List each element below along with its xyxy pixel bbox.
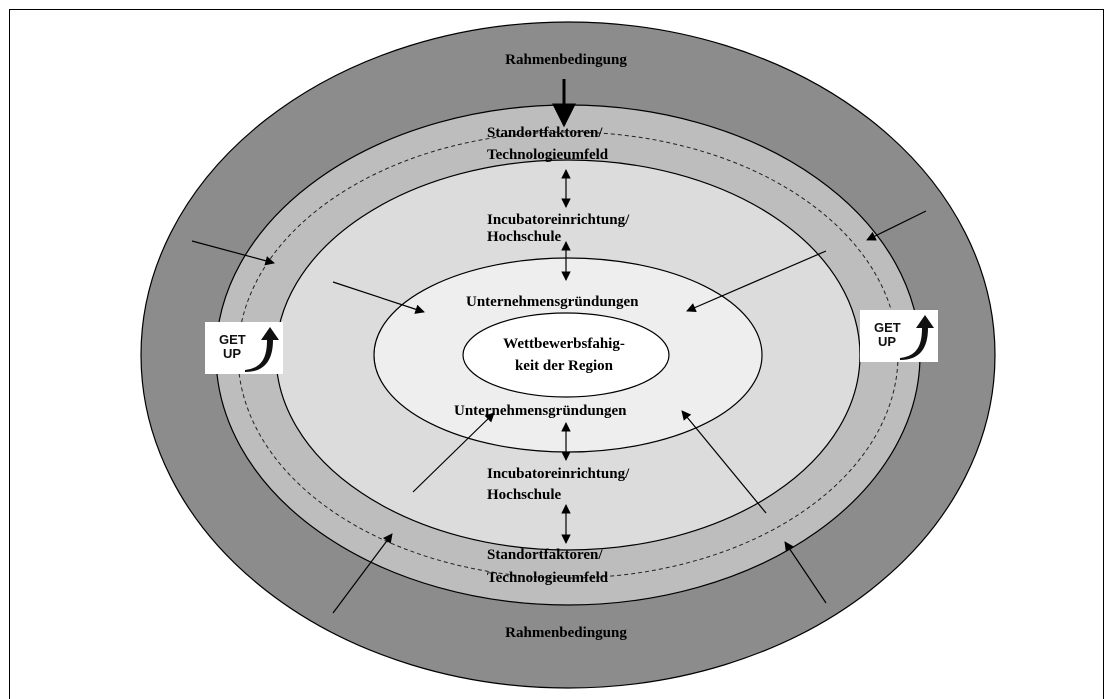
label-center-line1: Wettbewerbsfahig- <box>503 336 625 352</box>
label-rahmenbedingung-bottom: Rahmenbedingung <box>505 625 627 641</box>
label-gruendungen-bottom: Unternehmensgründungen <box>454 403 627 419</box>
getup-logo-icon: GET UP <box>874 315 934 360</box>
arrow-left-inner-in <box>332 281 425 314</box>
logo-text-up: UP <box>223 346 241 361</box>
arrow-left-outer-in <box>191 240 275 266</box>
arrow-bottom-right-inner <box>681 410 767 514</box>
arrow-bottom-left-inner <box>412 412 495 493</box>
getup-logo-left: GET UP <box>205 322 283 374</box>
label-standort-top-line1: Standortfaktoren/ <box>487 125 603 141</box>
label-center-line2: keit der Region <box>515 358 614 374</box>
center-ellipse <box>462 312 670 398</box>
label-incubator-top-line2: Hochschule <box>487 229 562 245</box>
label-standort-bottom-line1: Standortfaktoren/ <box>487 547 603 563</box>
logo-text-get: GET <box>874 320 901 335</box>
arrow-right-outer-in <box>866 210 927 241</box>
label-gruendungen-top: Unternehmensgründungen <box>466 294 639 310</box>
label-standort-bottom-line2: Technologieumfeld <box>487 570 609 586</box>
logo-text-up: UP <box>878 334 896 349</box>
label-incubator-top-line1: Incubatoreinrichtung/ <box>487 212 630 228</box>
logo-text-get: GET <box>219 332 246 347</box>
arrow-right-inner-in <box>686 250 827 312</box>
diagram-frame <box>9 9 1104 699</box>
label-standort-top-line2: Technologieumfeld <box>487 147 609 163</box>
arrow-bottom-right-outer <box>784 541 827 604</box>
getup-logo-icon: GET UP <box>219 327 279 372</box>
label-incubator-bottom-line2: Hochschule <box>487 487 562 503</box>
getup-logo-right: GET UP <box>860 310 938 362</box>
arrow-bottom-left-outer <box>332 533 393 614</box>
label-incubator-bottom-line1: Incubatoreinrichtung/ <box>487 466 630 482</box>
label-rahmenbedingung-top: Rahmenbedingung <box>505 52 627 68</box>
